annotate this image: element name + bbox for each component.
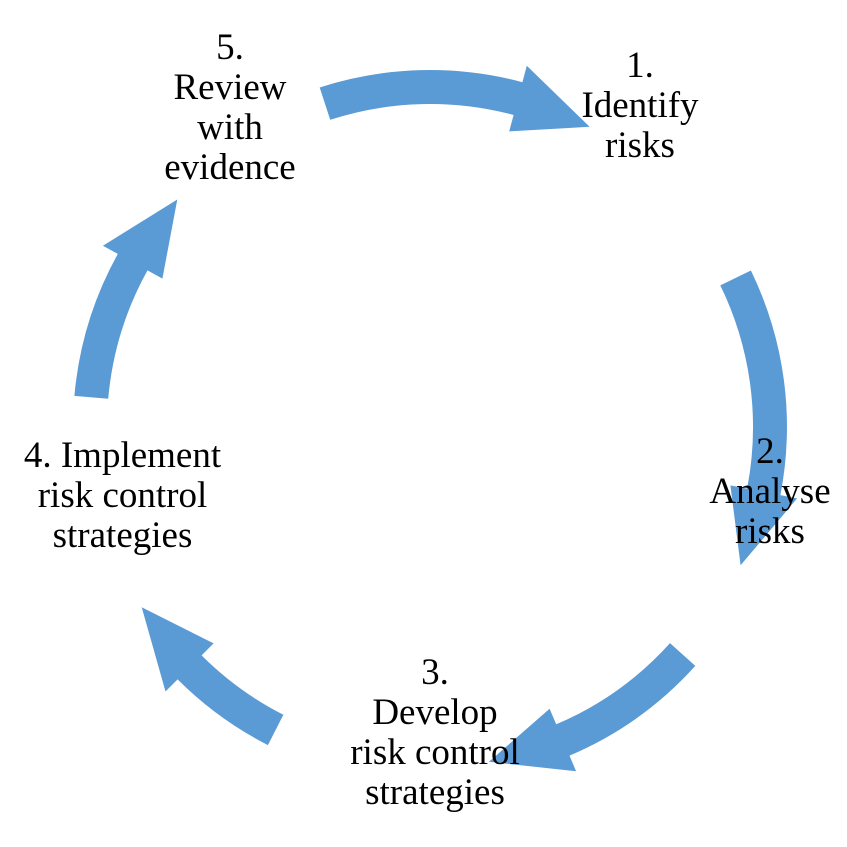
arrow-develop-to-implement xyxy=(141,607,284,746)
arrow-review-to-identify xyxy=(319,65,590,132)
step-line: with xyxy=(197,107,263,148)
step-line: strategies xyxy=(365,772,505,813)
step-review-evidence: 5. Review with evidence xyxy=(140,28,320,188)
step-line: risk control xyxy=(37,475,208,516)
step-line: 5. xyxy=(216,27,244,68)
step-line: 1. xyxy=(626,45,654,86)
step-line: Identify xyxy=(581,85,699,126)
arrow-identify-to-analyse xyxy=(720,270,798,566)
step-line: risks xyxy=(735,511,805,552)
step-line: 3. xyxy=(421,652,449,693)
step-develop-strategies: 3. Develop risk control strategies xyxy=(320,653,550,813)
step-line: Analyse xyxy=(709,471,831,512)
step-identify-risks: 1. Identify risks xyxy=(560,46,720,166)
step-line: risk control xyxy=(350,732,520,773)
step-implement-strategies: 4. Implement risk control strategies xyxy=(0,436,245,556)
step-line: risks xyxy=(605,125,675,166)
step-line: 4. Implement xyxy=(23,435,222,476)
step-line: Review xyxy=(173,67,287,108)
step-analyse-risks: 2. Analyse risks xyxy=(690,432,847,552)
cycle-arrows xyxy=(74,65,798,772)
step-line: strategies xyxy=(52,515,193,556)
arrow-implement-to-review xyxy=(74,199,178,399)
step-line: evidence xyxy=(164,147,296,188)
step-line: Develop xyxy=(372,692,498,733)
arrow-analyse-to-develop xyxy=(489,643,696,772)
step-line: 2. xyxy=(756,431,784,472)
